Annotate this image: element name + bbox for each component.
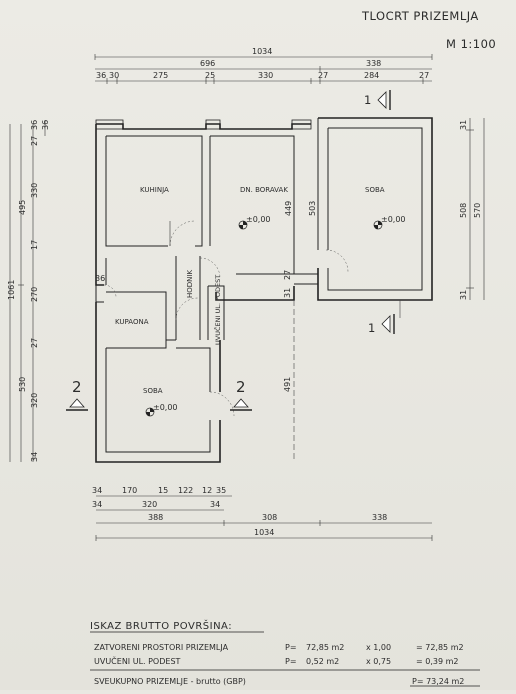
dim-right-2: 508 bbox=[459, 203, 468, 218]
dim-inner-31: 31 bbox=[283, 288, 292, 298]
table-row-2-label: UVUČENI UL. PODEST bbox=[94, 655, 181, 666]
table-row-1-result: = 72,85 m2 bbox=[416, 643, 464, 652]
dim-left-lower: 530 bbox=[18, 377, 27, 392]
section-2-label-right: 2 bbox=[236, 378, 246, 396]
section-marker-2-right: 2 bbox=[230, 378, 252, 411]
level-marker-soba-right: ±0,00 bbox=[373, 215, 406, 230]
dim-left-seg-4: 17 bbox=[30, 240, 39, 250]
dim-top-seg-1: 36 bbox=[96, 71, 106, 80]
drawing-title: TLOCRT PRIZEMLJA bbox=[361, 9, 479, 23]
dim-inner-503: 503 bbox=[308, 201, 317, 216]
dim-right-3: 570 bbox=[473, 203, 482, 218]
table-row-2-result: = 0,39 m2 bbox=[416, 657, 458, 666]
level-label-1: ±0,00 bbox=[246, 215, 271, 224]
top-dimension-chains: 1034 696 338 36 30 275 25 330 27 284 27 bbox=[94, 47, 433, 84]
dim-top-seg-7: 284 bbox=[364, 71, 379, 80]
level-label-3: ±0,00 bbox=[153, 403, 178, 412]
dim-top-seg-5: 330 bbox=[258, 71, 273, 80]
dim-left-seg-3: 330 bbox=[30, 183, 39, 198]
dim-left-upper: 495 bbox=[18, 200, 27, 215]
dim-top-seg-6: 27 bbox=[318, 71, 328, 80]
section-lines bbox=[293, 300, 401, 462]
dim-left-seg-7: 320 bbox=[30, 393, 39, 408]
dim-bottom-r3-2: 308 bbox=[262, 513, 277, 522]
room-soba-left: SOBA bbox=[143, 387, 163, 395]
section-marker-1-top: 1 bbox=[364, 90, 391, 110]
dim-bottom-total: 1034 bbox=[254, 528, 274, 537]
dim-left-seg-6: 27 bbox=[30, 338, 39, 348]
section-marker-1-bottom: 1 bbox=[368, 314, 395, 335]
dim-left-seg-2: 27 bbox=[30, 136, 39, 146]
bottom-dimension-chains: 34 170 15 122 12 35 34 320 34 388 308 33… bbox=[92, 486, 433, 541]
level-label-2: ±0,00 bbox=[381, 215, 406, 224]
dim-bottom-r1-2: 170 bbox=[122, 486, 137, 495]
table-row-2-p: P= bbox=[285, 657, 297, 666]
table-heading: ISKAZ BRUTTO POVRŠINA: bbox=[90, 619, 232, 632]
table-total-value: P= 73,24 m2 bbox=[412, 677, 464, 686]
dim-right-4: 31 bbox=[459, 290, 468, 300]
dim-top-seg-3: 275 bbox=[153, 71, 168, 80]
dim-left-seg-9: 36 bbox=[41, 120, 50, 130]
drawing-scale: M 1:100 bbox=[446, 37, 496, 51]
section-2-label-left: 2 bbox=[72, 378, 82, 396]
room-hodnik: HODNIK bbox=[186, 270, 194, 298]
dim-left-total: 1061 bbox=[7, 280, 16, 300]
dim-left-seg-8: 34 bbox=[30, 452, 39, 462]
dim-top-seg-8: 27 bbox=[419, 71, 429, 80]
right-dimension-chains: 31 508 570 31 bbox=[459, 118, 485, 300]
dim-top-left: 696 bbox=[200, 59, 215, 68]
inner-dimensions: 449 503 27 31 36 491 bbox=[95, 201, 317, 392]
dim-bottom-r2-1: 34 bbox=[92, 500, 102, 509]
dim-inner-491: 491 bbox=[283, 377, 292, 392]
dim-bottom-r1-4: 122 bbox=[178, 486, 193, 495]
room-kuhinja: KUHINJA bbox=[140, 186, 169, 194]
level-marker-boravak: ±0,00 bbox=[238, 215, 271, 230]
dim-bottom-r3-1: 388 bbox=[148, 513, 163, 522]
table-total-label: SVEUKUPNO PRIZEMLJE - brutto (GBP) bbox=[94, 677, 246, 686]
dim-top-seg-2: 30 bbox=[109, 71, 119, 80]
section-marker-2-left: 2 bbox=[66, 378, 88, 411]
dim-bottom-r1-3: 15 bbox=[158, 486, 168, 495]
table-row-2-area: 0,52 m2 bbox=[306, 657, 339, 666]
dim-bottom-r1-5: 12 bbox=[202, 486, 212, 495]
level-marker-soba-left: ±0,00 bbox=[145, 403, 178, 417]
room-kupaona: KUPAONA bbox=[115, 318, 149, 326]
room-podest: UVUČENI UL. PODEST bbox=[213, 275, 222, 345]
table-row-2-factor: x 0,75 bbox=[366, 657, 391, 666]
dim-inner-27: 27 bbox=[283, 270, 292, 280]
dim-top-seg-4: 25 bbox=[205, 71, 215, 80]
table-row-1-p: P= bbox=[285, 643, 297, 652]
table-row-1-label: ZATVORENI PROSTORI PRIZEMLJA bbox=[94, 643, 229, 652]
dim-top-right: 338 bbox=[366, 59, 381, 68]
section-1-label-top: 1 bbox=[364, 93, 372, 107]
dim-top-total: 1034 bbox=[252, 47, 272, 56]
level-markers: ±0,00 ±0,00 ±0,00 bbox=[145, 215, 406, 417]
dim-inner-36: 36 bbox=[95, 274, 105, 283]
table-row-1-area: 72,85 m2 bbox=[306, 643, 344, 652]
table-row-1-factor: x 1,00 bbox=[366, 643, 391, 652]
area-table: ISKAZ BRUTTO POVRŠINA: ZATVORENI PROSTOR… bbox=[90, 619, 480, 687]
dim-bottom-r3-3: 338 bbox=[372, 513, 387, 522]
dim-left-seg-5: 270 bbox=[30, 287, 39, 302]
room-labels: KUHINJA DN. BORAVAK SOBA KUPAONA HODNIK … bbox=[115, 186, 385, 395]
dim-right-1: 31 bbox=[459, 120, 468, 130]
dim-bottom-r2-3: 34 bbox=[210, 500, 220, 509]
dim-left-seg-1: 36 bbox=[30, 120, 39, 130]
door-swings bbox=[103, 220, 349, 417]
section-1-label-bottom: 1 bbox=[368, 321, 376, 335]
room-soba-right: SOBA bbox=[365, 186, 385, 194]
dim-bottom-r1-6: 35 bbox=[216, 486, 226, 495]
dim-bottom-r1-1: 34 bbox=[92, 486, 102, 495]
floor-plan-walls bbox=[95, 117, 433, 463]
dim-inner-449: 449 bbox=[284, 201, 293, 216]
dim-bottom-r2-2: 320 bbox=[142, 500, 157, 509]
room-boravak: DN. BORAVAK bbox=[240, 186, 288, 194]
left-dimension-chains: 1061 495 530 36 27 330 17 270 27 320 34 … bbox=[7, 120, 50, 462]
